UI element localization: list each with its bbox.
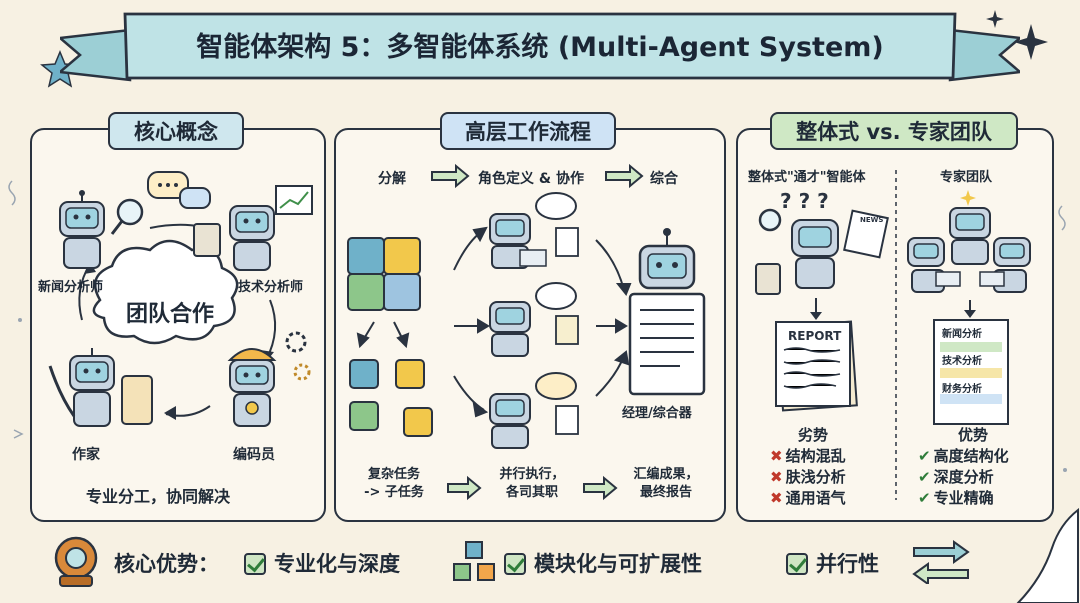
banner: 智能体架构 5：多智能体系统 (Multi-Agent System) bbox=[130, 14, 950, 74]
role-label-news: 新闻分析师 bbox=[38, 280, 104, 295]
worker-robot bbox=[489, 282, 579, 357]
cons-list: ✖结构混乱 ✖肤浅分析 ✖通用语气 bbox=[770, 446, 846, 509]
magnifier-icon bbox=[758, 208, 782, 232]
magnifier-icon bbox=[116, 198, 144, 226]
cons-title: 劣势 bbox=[798, 426, 829, 444]
newspaper-icon bbox=[843, 209, 889, 259]
gear-icon bbox=[293, 363, 311, 381]
check-icon: ✔ bbox=[918, 447, 931, 465]
hardhat-icon bbox=[227, 348, 277, 361]
checkbox-icon bbox=[244, 553, 266, 575]
chat-bubble-icon bbox=[535, 282, 577, 310]
check-icon: ✔ bbox=[918, 468, 931, 486]
step-roles: 角色定义 & 协作 bbox=[478, 171, 584, 187]
chat-bubble-icon bbox=[147, 171, 211, 209]
swap-arrows-icon bbox=[912, 540, 970, 584]
step-decompose: 分解 bbox=[378, 171, 406, 187]
manager-robot bbox=[628, 228, 706, 396]
gear-icon bbox=[285, 331, 307, 353]
writer-robot bbox=[48, 348, 153, 427]
worker-robot bbox=[489, 192, 579, 269]
concepts-caption: 专业分工，协同解决 bbox=[86, 487, 231, 506]
structured-report-icon bbox=[933, 319, 1009, 425]
pros-title: 优势 bbox=[958, 426, 989, 444]
coder-robot bbox=[227, 331, 311, 427]
check-icon: ✔ bbox=[918, 489, 931, 507]
team-cycle-diagram bbox=[48, 171, 313, 427]
doc-item-news: 新闻分析 bbox=[942, 329, 982, 340]
doc-item-finance: 财务分析 bbox=[942, 384, 982, 395]
cross-icon: ✖ bbox=[770, 468, 783, 486]
cons-item: ✖肤浅分析 bbox=[770, 468, 846, 486]
workflow-bottom-2: 并行执行，各司其职 bbox=[499, 467, 565, 500]
quill-icon bbox=[48, 365, 76, 417]
monolithic-header: 整体式"通才"智能体 bbox=[748, 170, 866, 185]
role-label-writer: 作家 bbox=[72, 447, 100, 463]
news-analyst-robot bbox=[59, 190, 144, 269]
thought-cloud bbox=[92, 239, 239, 345]
footer-item-modularity: 模块化与可扩展性 bbox=[504, 548, 702, 578]
footer-item-parallelism: 并行性 bbox=[786, 548, 879, 578]
cons-item: ✖结构混乱 bbox=[770, 447, 846, 465]
checkbox-icon bbox=[504, 553, 526, 575]
role-label-coder: 编码员 bbox=[233, 447, 275, 463]
checkbox-icon bbox=[786, 553, 808, 575]
page-curl bbox=[1016, 508, 1079, 603]
document-icon bbox=[555, 405, 579, 435]
document-icon bbox=[555, 315, 579, 345]
team-work-center: 团队合作 bbox=[126, 302, 215, 327]
laptop-icon bbox=[519, 249, 547, 267]
workflow-diagram bbox=[347, 163, 706, 501]
puzzle-pieces-icon bbox=[349, 359, 433, 437]
role-label-tech: 技术分析师 bbox=[238, 280, 304, 295]
workflow-title: 高层工作流程 bbox=[440, 112, 616, 150]
core-concepts-title: 核心概念 bbox=[108, 112, 244, 150]
messy-report-icon bbox=[775, 320, 858, 412]
chart-icon bbox=[275, 185, 313, 215]
scroll-icon bbox=[121, 375, 153, 425]
calculator-icon bbox=[755, 263, 781, 295]
calculator-icon bbox=[193, 223, 221, 257]
cross-icon: ✖ bbox=[770, 489, 783, 507]
tech-analyst-robot bbox=[193, 205, 275, 271]
pros-item: ✔高度结构化 bbox=[918, 447, 1009, 465]
pros-list: ✔高度结构化 ✔深度分析 ✔专业精确 bbox=[918, 446, 1009, 509]
chat-bubble-icon bbox=[535, 192, 577, 220]
bottom-arrow bbox=[447, 475, 618, 501]
svg-text:? ? ?: ? ? ? bbox=[780, 189, 829, 213]
cubes-icon bbox=[453, 541, 495, 581]
report-label: REPORT bbox=[788, 329, 842, 343]
step-arrow bbox=[431, 163, 644, 189]
step-synthesize: 综合 bbox=[650, 171, 678, 187]
specialist-team-robots bbox=[907, 207, 1031, 293]
title-ribbon bbox=[60, 12, 1020, 82]
report-document-icon bbox=[628, 292, 706, 396]
pros-item: ✔深度分析 bbox=[918, 468, 994, 486]
sparkle-icon bbox=[960, 190, 976, 206]
specialist-header: 专家团队 bbox=[940, 170, 993, 185]
pros-item: ✔专业精确 bbox=[918, 489, 994, 507]
page-title: 智能体架构 5：多智能体系统 (Multi-Agent System) bbox=[196, 31, 884, 63]
comparison-title: 整体式 vs. 专家团队 bbox=[770, 112, 1018, 150]
worker-robot bbox=[489, 372, 579, 449]
sparkle-icon bbox=[986, 10, 1048, 60]
document-icon bbox=[555, 227, 579, 257]
footer-label: 核心优势： bbox=[114, 552, 219, 576]
manager-label: 经理/综合器 bbox=[622, 406, 692, 421]
workflow-bottom-3: 汇编成果，最终报告 bbox=[633, 467, 699, 500]
doc-item-tech: 技术分析 bbox=[942, 356, 982, 367]
cross-icon: ✖ bbox=[770, 447, 783, 465]
footer-item-specialization: 专业化与深度 bbox=[244, 548, 400, 578]
generalist-robot: ? ? ? bbox=[755, 189, 889, 295]
workflow-bottom-1: 复杂任务-> 子任务 bbox=[364, 467, 424, 500]
puzzle-icon bbox=[347, 237, 421, 311]
chat-bubble-icon bbox=[535, 372, 577, 400]
comparison-diagram: ? ? ? NEWS REPORT bbox=[755, 170, 1031, 500]
diving-helmet-icon bbox=[54, 536, 98, 587]
news-label: NEWS bbox=[860, 216, 883, 224]
gear-icon bbox=[245, 401, 259, 415]
cons-item: ✖通用语气 bbox=[770, 489, 846, 507]
